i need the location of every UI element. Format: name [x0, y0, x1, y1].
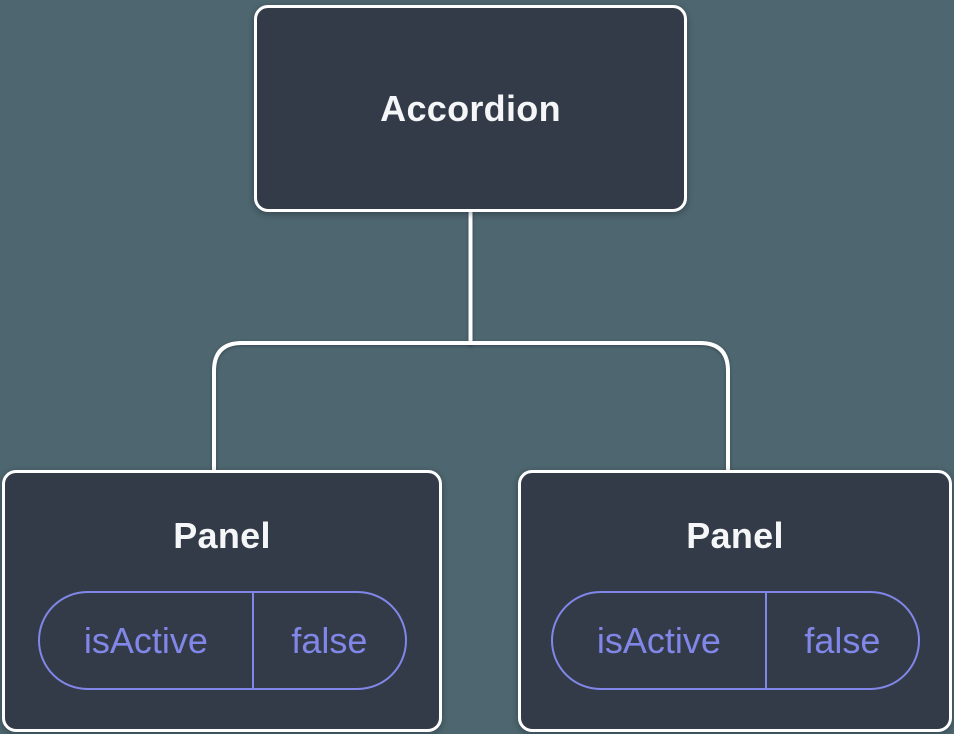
node-title: Panel [173, 515, 271, 556]
node-title: Accordion [380, 87, 561, 129]
prop-pill-isactive[interactable]: isActive false [37, 591, 407, 690]
node-panel-2[interactable]: Panel isActive false [518, 470, 952, 732]
prop-pill-isactive[interactable]: isActive false [550, 591, 920, 690]
node-accordion[interactable]: Accordion [254, 5, 687, 212]
prop-name: isActive [596, 619, 721, 661]
node-panel-1[interactable]: Panel isActive false [2, 470, 442, 732]
edge-branch [212, 341, 730, 472]
prop-value: false [252, 593, 404, 688]
node-title: Panel [686, 515, 784, 556]
prop-name: isActive [83, 619, 208, 661]
prop-value: false [765, 593, 917, 688]
